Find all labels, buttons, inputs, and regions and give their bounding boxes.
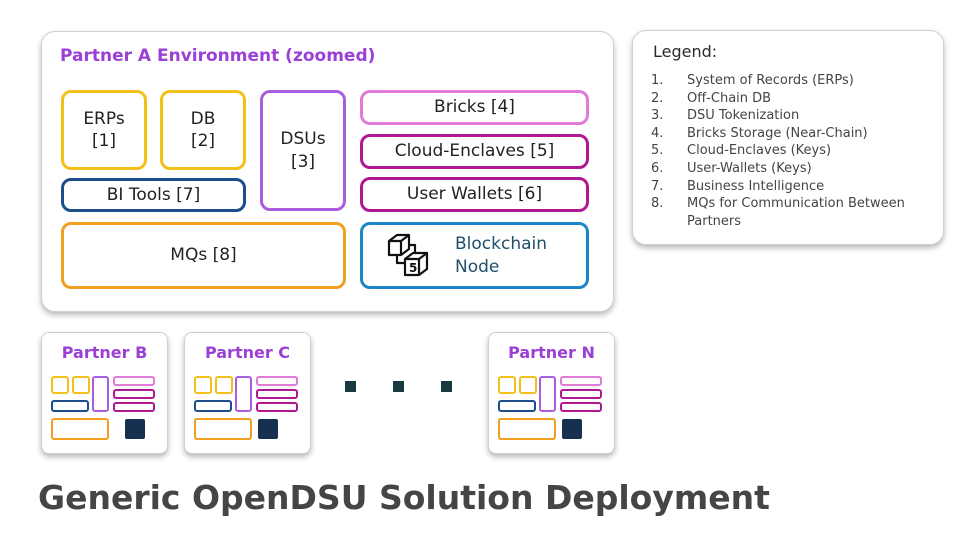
blockchain-label-line1: Blockchain [455,234,548,255]
legend-item: 8.MQs for Communication Between Partners [651,196,905,229]
legend-list: 1.System of Records (ERPs) 2.Off-Chain D… [651,72,931,230]
mini-dsus-box [539,376,556,412]
mini-blockchain-icon [562,419,582,439]
partner-c-card: Partner C [184,332,311,454]
partner-a-title: Partner A Environment (zoomed) [60,46,376,66]
legend-item: 6.User-Wallets (Keys) [651,160,812,176]
legend-item: 2.Off-Chain DB [651,90,772,106]
mini-blockchain-icon [258,419,278,439]
mini-wallets-box [113,402,155,412]
erps-box: ERPs [1] [61,90,147,170]
partner-n-title: Partner N [508,343,595,362]
mqs-box: MQs [8] [61,222,346,289]
mini-bricks-box [256,376,298,386]
ellipsis-dot [345,381,356,392]
svg-text:5: 5 [409,261,417,275]
ellipsis-dot [393,381,404,392]
blockchain-label-line2: Node [455,256,500,277]
mini-wallets-box [256,402,298,412]
mini-mqs-box [498,418,556,440]
mini-wallets-box [560,402,602,412]
mini-erps-box [498,376,516,394]
mini-bi-box [194,400,232,412]
partner-b-card: Partner B [41,332,168,454]
mini-erps-box [194,376,212,394]
blockchain-cubes-icon: 5 [385,233,431,279]
legend-card [632,30,944,245]
mini-enclaves-box [560,389,602,399]
mini-enclaves-box [256,389,298,399]
legend-item: 5.Cloud-Enclaves (Keys) [651,143,832,159]
dsus-box: DSUs [3] [260,90,346,211]
page-title: Generic OpenDSU Solution Deployment [38,478,770,517]
partner-n-card: Partner N [488,332,615,454]
mini-enclaves-box [113,389,155,399]
mini-db-box [72,376,90,394]
mini-bi-box [498,400,536,412]
blockchain-node-box: 5 Blockchain Node [360,222,589,289]
mini-bricks-box [113,376,155,386]
user-wallets-box: User Wallets [6] [360,177,589,212]
bi-tools-box: BI Tools [7] [61,178,246,212]
mini-blockchain-icon [125,419,145,439]
ellipsis-dot [441,381,452,392]
legend-item: 3.DSU Tokenization [651,108,800,124]
bricks-box: Bricks [4] [360,90,589,125]
partner-b-title: Partner B [61,343,148,362]
mini-bi-box [51,400,89,412]
mini-bricks-box [560,376,602,386]
mini-erps-box [51,376,69,394]
mini-dsus-box [92,376,109,412]
mini-db-box [519,376,537,394]
legend-item: 4.Bricks Storage (Near-Chain) [651,125,868,141]
legend-item: 1.System of Records (ERPs) [651,73,854,88]
mini-mqs-box [194,418,252,440]
mini-dsus-box [235,376,252,412]
legend-title: Legend: [653,42,718,61]
partner-c-title: Partner C [204,343,291,362]
mini-db-box [215,376,233,394]
mini-mqs-box [51,418,109,440]
legend-item: 7.Business Intelligence [651,178,825,194]
db-box: DB [2] [160,90,246,170]
cloud-enclaves-box: Cloud-Enclaves [5] [360,134,589,169]
